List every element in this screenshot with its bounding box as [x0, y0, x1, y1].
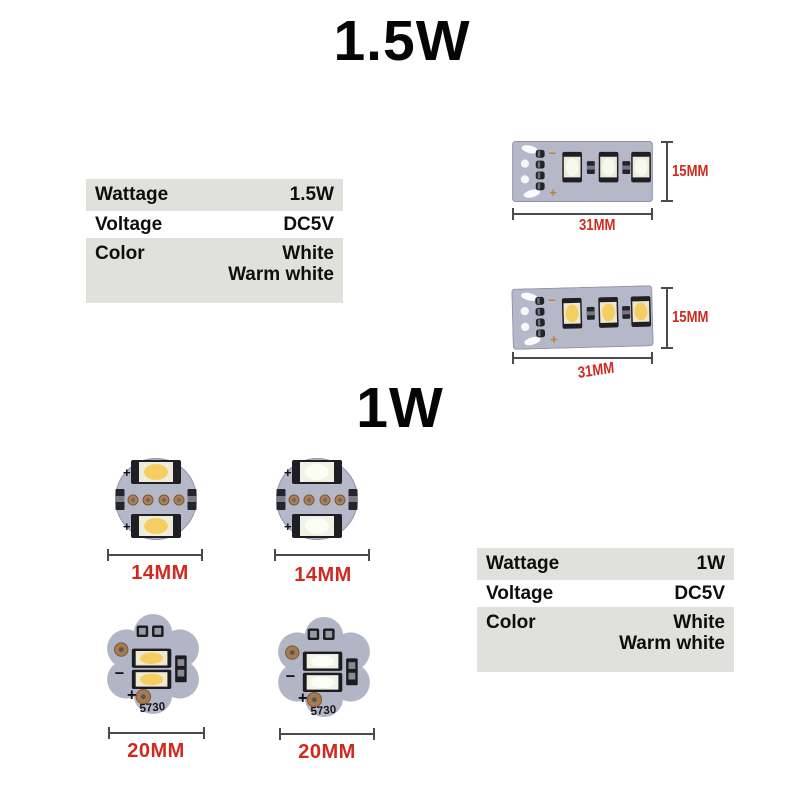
solder-beads [535, 149, 545, 191]
copper-holes [288, 494, 346, 506]
dimension-label-height: 15MM [672, 163, 709, 180]
polarity-plus-mark: + [127, 687, 137, 705]
polarity-plus-mark: + [284, 519, 292, 534]
pcb-module-star-warm-white: − + 5730 [107, 613, 199, 715]
led-chip [631, 151, 651, 183]
polarity-plus-mark: + [284, 465, 292, 480]
row-label: Color [95, 243, 145, 264]
row-value: 1W [696, 553, 726, 574]
table-row-voltage: Voltage DC5V [86, 211, 343, 238]
dimension-label-diameter: 20MM [298, 741, 356, 763]
row-label: Wattage [486, 553, 560, 574]
pcb-module-rect-cool-white: − + [512, 141, 653, 202]
polarity-minus-mark: − [549, 146, 556, 161]
section-title-1-5w: 1.5W [333, 9, 471, 73]
polarity-minus-mark: − [548, 292, 556, 307]
polarity-minus-mark: − [286, 667, 296, 685]
polarity-plus-mark: + [123, 519, 131, 534]
model-marking: 5730 [139, 701, 166, 715]
row-label: Voltage [95, 214, 163, 235]
color-value-warm-white: Warm white [228, 264, 334, 285]
dimension-label-width: 31MM [577, 359, 615, 382]
resistor [346, 658, 358, 686]
color-value-white: White [673, 612, 725, 633]
led-chip [630, 296, 652, 327]
polarity-minus-mark: − [115, 664, 125, 682]
dimension-label-width: 31MM [579, 217, 616, 234]
led-chip [561, 297, 583, 329]
pcb-module-rect-warm-white: − + [511, 285, 654, 350]
polarity-plus-mark: + [298, 690, 308, 708]
polarity-plus-mark: + [550, 185, 557, 200]
led-chip [131, 460, 181, 484]
resistor [175, 655, 187, 683]
row-label: Color [486, 612, 536, 633]
solder-pads [307, 628, 335, 641]
solder-pads [136, 625, 164, 638]
resistor-band [586, 311, 595, 316]
spec-table-1w: Wattage 1W Voltage DC5V Color White Warm… [477, 548, 734, 672]
polarity-plus-mark: + [123, 465, 131, 480]
table-row-color: Color White Warm white [477, 607, 734, 672]
color-value-warm-white: Warm white [619, 633, 725, 654]
copper-holes [127, 494, 185, 506]
copper-hole-center [118, 647, 124, 652]
dimension-line-diameter [274, 549, 370, 561]
resistor-band [622, 165, 631, 170]
dimension-label-diameter: 20MM [127, 740, 185, 762]
copper-hole-center [140, 694, 146, 700]
resistor [276, 489, 358, 510]
dimension-line-width [512, 208, 653, 220]
pcb-module-round-cool-white: + + [276, 458, 358, 540]
dimension-line-diameter [108, 727, 205, 739]
mounting-holes [520, 145, 540, 198]
led-chip [598, 296, 619, 328]
led-chip [562, 151, 583, 183]
led-chip [302, 672, 343, 693]
resistor [115, 489, 197, 510]
row-label: Voltage [486, 583, 554, 604]
table-row-wattage: Wattage 1W [477, 548, 734, 580]
row-value: White Warm white [228, 243, 334, 303]
copper-hole-center [311, 697, 317, 703]
led-chip [292, 460, 342, 484]
row-value: White Warm white [619, 612, 725, 672]
led-chip [598, 151, 619, 183]
spec-table-1-5w: Wattage 1.5W Voltage DC5V Color White Wa… [86, 179, 343, 303]
solder-beads [535, 296, 546, 338]
dimension-label-diameter: 14MM [131, 562, 189, 584]
dimension-line-diameter [107, 549, 203, 561]
led-chip [131, 514, 181, 538]
table-row-wattage: Wattage 1.5W [86, 179, 343, 211]
table-row-color: Color White Warm white [86, 238, 343, 303]
led-chip [302, 651, 343, 671]
led-chip [292, 514, 342, 538]
color-value-white: White [282, 243, 334, 264]
row-value: DC5V [674, 583, 725, 604]
row-value: DC5V [283, 214, 334, 235]
dimension-line-height [661, 141, 673, 202]
resistor-band [622, 310, 631, 315]
dimension-label-height: 15MM [672, 309, 709, 326]
resistor-band [586, 165, 595, 170]
model-marking: 5730 [310, 704, 337, 718]
row-label: Wattage [95, 184, 169, 205]
pcb-module-star-cool-white: − + 5730 [278, 616, 370, 718]
table-row-voltage: Voltage DC5V [477, 580, 734, 607]
dimension-label-diameter: 14MM [294, 564, 352, 586]
dimension-line-width [512, 352, 653, 364]
polarity-plus-mark: + [550, 332, 558, 347]
led-chip [131, 669, 172, 690]
section-title-1w: 1W [356, 376, 444, 440]
copper-hole-center [289, 650, 295, 655]
dimension-line-diameter [279, 728, 375, 740]
led-chip [131, 648, 172, 668]
row-value: 1.5W [289, 184, 334, 205]
dimension-line-height [661, 287, 673, 349]
pcb-module-round-warm-white: + + [115, 458, 197, 540]
mounting-holes [520, 292, 541, 346]
